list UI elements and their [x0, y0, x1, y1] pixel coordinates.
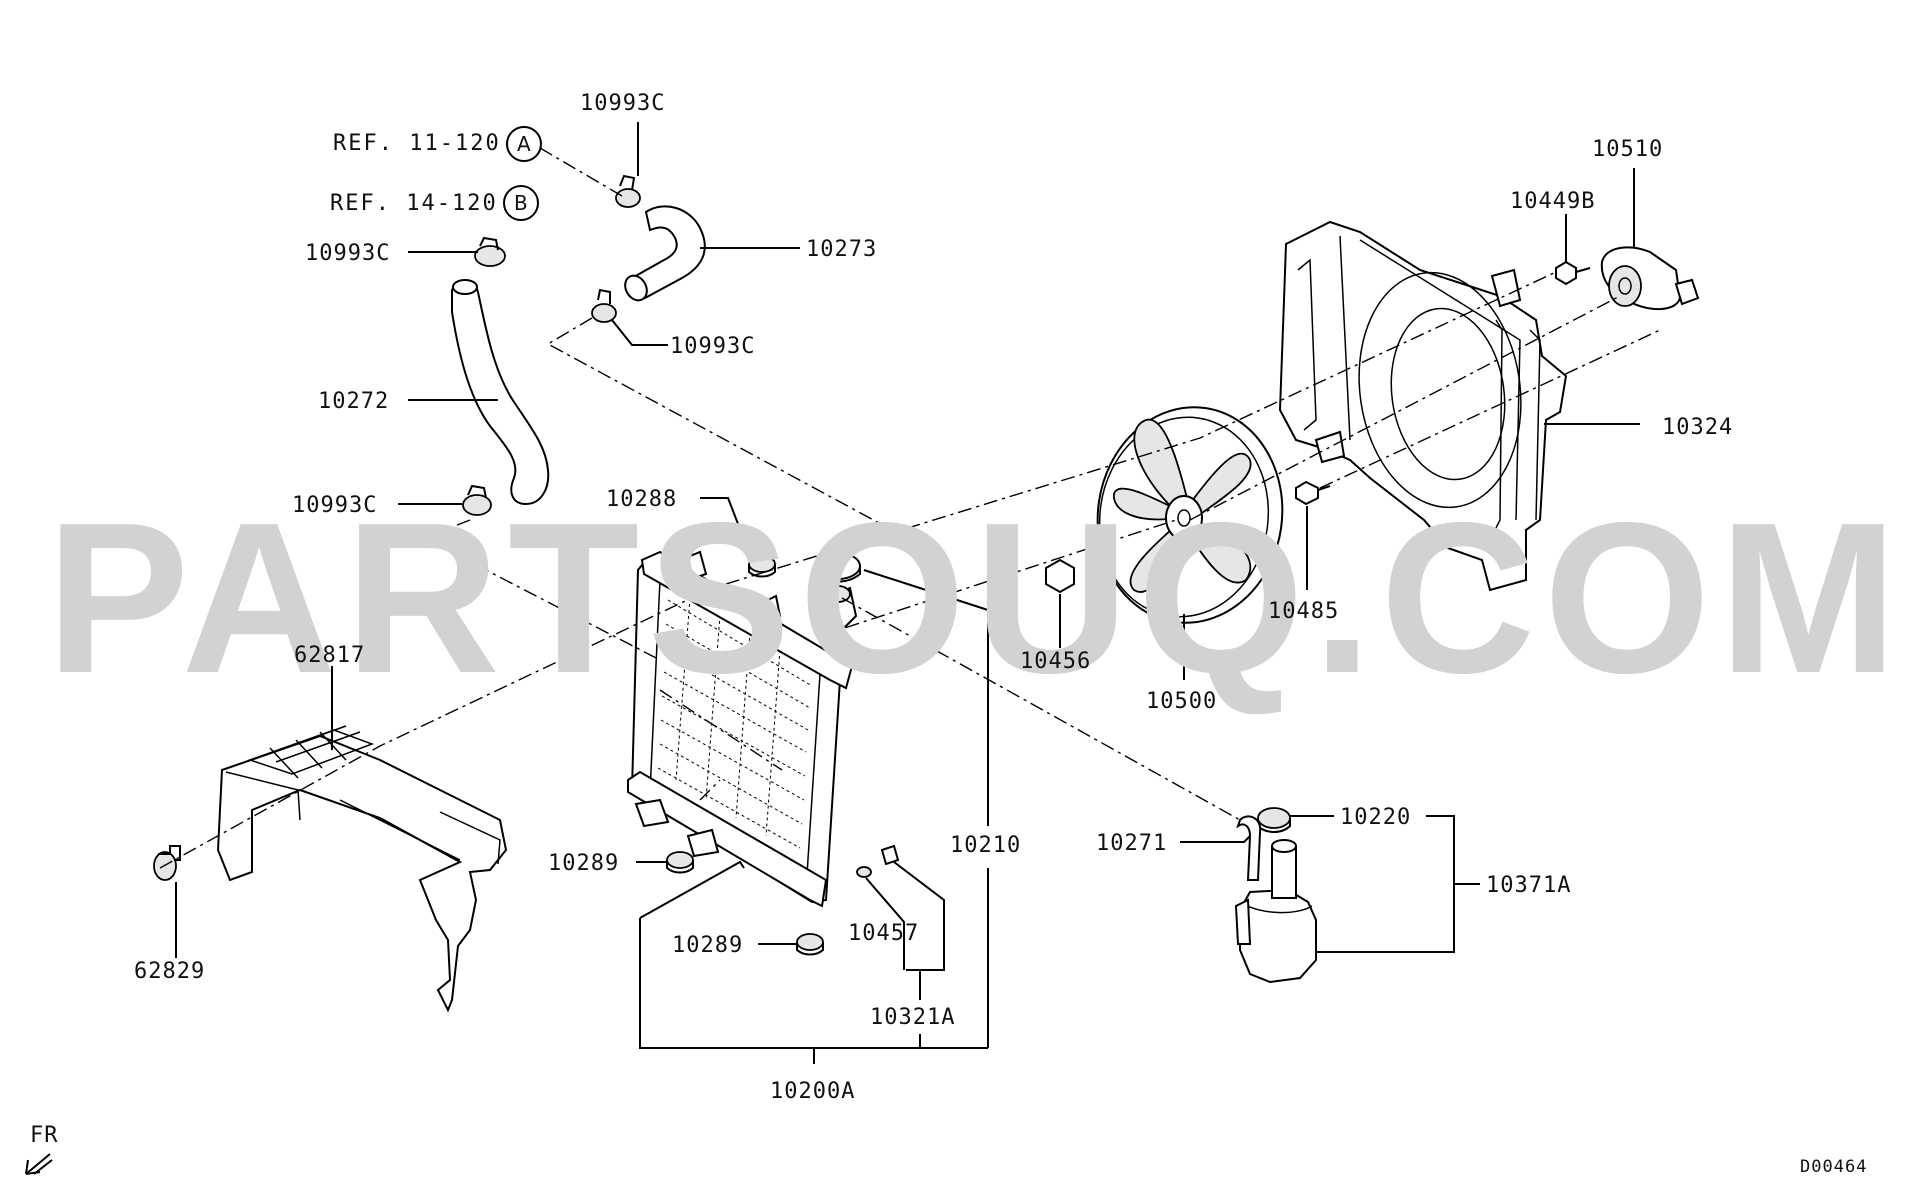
reserve-tank[interactable]: [1234, 839, 1317, 984]
reference-b-letter: B: [514, 191, 528, 215]
reserve-tank-cap[interactable]: [1257, 807, 1291, 833]
part-label[interactable]: 10500: [1146, 689, 1217, 714]
reference-b-label[interactable]: REF. 14-120: [330, 191, 498, 216]
hose-clamp-mid[interactable]: [591, 288, 617, 323]
radiator-cap[interactable]: [815, 552, 861, 583]
part-label[interactable]: 62817: [294, 643, 365, 668]
part-label[interactable]: 10456: [1020, 649, 1091, 674]
part-label[interactable]: 10321A: [870, 1005, 955, 1030]
reference-a-label[interactable]: REF. 11-120: [333, 131, 501, 156]
reference-a-letter: A: [517, 132, 531, 156]
part-label[interactable]: 10993C: [292, 493, 377, 518]
fan-nut[interactable]: [1045, 558, 1075, 594]
shroud-bolt-lower[interactable]: [1295, 480, 1331, 506]
radiator-mount-cushion-lower-b[interactable]: [796, 933, 824, 956]
lower-radiator-hose[interactable]: [451, 279, 550, 506]
watermark-text: PARTSOUQ.COM: [46, 477, 1906, 718]
leader-lines: [175, 122, 1640, 1064]
part-label[interactable]: 10993C: [305, 241, 390, 266]
part-label[interactable]: 10272: [318, 389, 389, 414]
part-label[interactable]: 10993C: [670, 334, 755, 359]
part-label[interactable]: 10485: [1268, 599, 1339, 624]
assembly-lines: [159, 147, 1661, 869]
part-label[interactable]: 10289: [672, 933, 743, 958]
front-direction-label: FR: [30, 1123, 59, 1148]
radiator-mount-cushion-upper[interactable]: [748, 555, 776, 578]
part-label[interactable]: 10200A: [770, 1079, 855, 1104]
front-arrow-icon: [25, 1153, 53, 1175]
reference-b-circle[interactable]: B: [503, 185, 539, 221]
shroud-bolt-upper[interactable]: [1555, 260, 1591, 286]
part-label[interactable]: 10993C: [580, 91, 665, 116]
radiator-core[interactable]: [627, 550, 858, 908]
part-label[interactable]: 10457: [848, 921, 919, 946]
radiator-mount-cushion-lower-a[interactable]: [666, 851, 694, 874]
part-label[interactable]: 10449B: [1510, 189, 1595, 214]
reserve-tank-hose[interactable]: [1236, 815, 1262, 881]
part-label[interactable]: 10288: [606, 487, 677, 512]
part-label[interactable]: 10371A: [1486, 873, 1571, 898]
part-label[interactable]: 10271: [1096, 831, 1167, 856]
part-label[interactable]: 10510: [1592, 137, 1663, 162]
part-label[interactable]: 10220: [1340, 805, 1411, 830]
part-label[interactable]: 10273: [806, 237, 877, 262]
part-label[interactable]: 62829: [134, 959, 205, 984]
radiator-fan[interactable]: [1084, 395, 1296, 635]
fan-shroud[interactable]: [1278, 220, 1568, 592]
drain-plug[interactable]: [856, 844, 900, 878]
upper-radiator-hose[interactable]: [621, 205, 706, 304]
reference-a-circle[interactable]: A: [506, 126, 542, 162]
part-label[interactable]: 10289: [548, 851, 619, 876]
bracket-clip[interactable]: [153, 845, 181, 881]
diagram-code: D00464: [1800, 1157, 1867, 1177]
radiator-lower-bracket[interactable]: [216, 725, 508, 1013]
part-label[interactable]: 10210: [950, 833, 1021, 858]
hose-clamp-top[interactable]: [615, 174, 641, 208]
hose-clamp-upper-left[interactable]: [474, 236, 506, 267]
hose-clamp-lower-left[interactable]: [462, 484, 492, 516]
fan-motor[interactable]: [1600, 246, 1700, 310]
part-label[interactable]: 10324: [1662, 415, 1733, 440]
